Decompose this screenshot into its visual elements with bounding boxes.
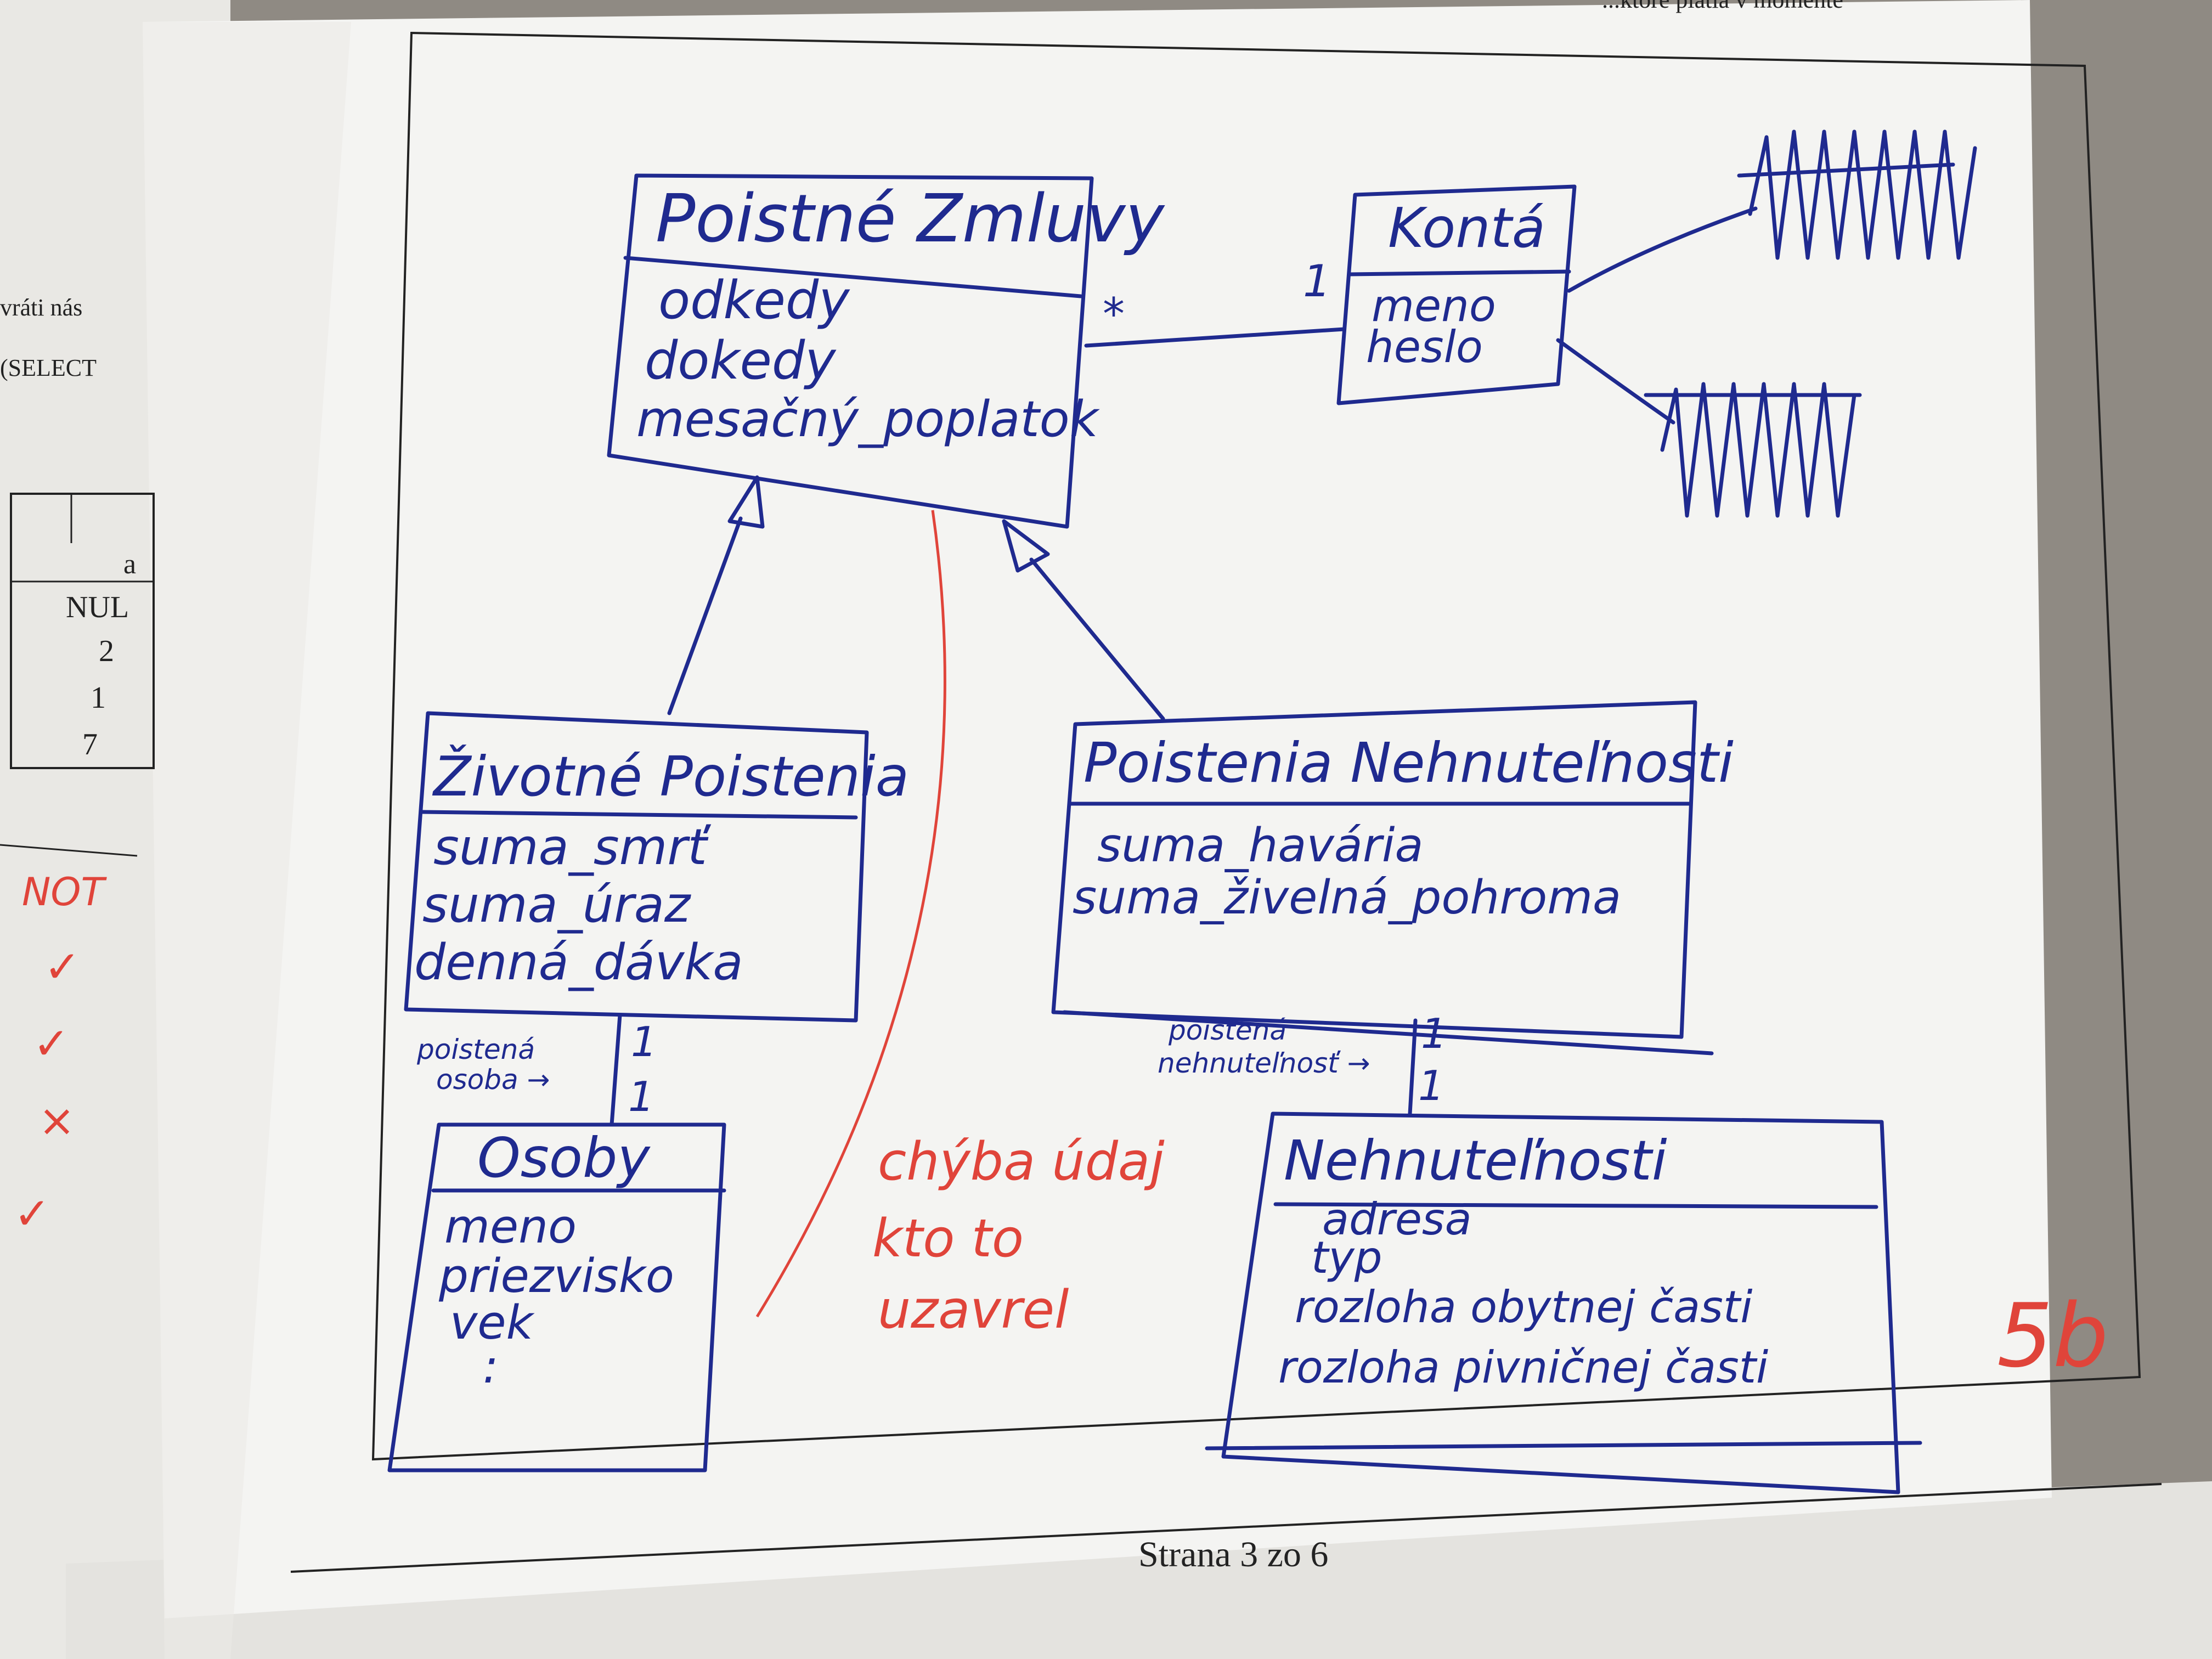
under-sheet — [66, 1481, 2212, 1659]
class-title: Osoby — [477, 1126, 651, 1190]
crossed-out-scribble-top — [1567, 129, 1977, 293]
class-attribute: suma_smrť — [433, 819, 711, 876]
role-label: nehnuteľnosť → — [1158, 1047, 1370, 1079]
score: 5b — [1997, 1284, 2108, 1387]
red-note-line: chýba údaj — [878, 1132, 1165, 1192]
multiplicity: 1 — [1418, 1062, 1444, 1110]
role-label: poistená — [416, 1034, 535, 1065]
class-poistenia-nehnutelnosti: Poistenia Nehnuteľnosti suma_havária sum… — [1051, 700, 1734, 1056]
role-label: poistená — [1168, 1014, 1286, 1046]
class-attribute: vek — [450, 1296, 535, 1350]
class-title: Poistenia Nehnuteľnosti — [1084, 731, 1734, 795]
class-attribute: mesačný_poplatok — [636, 391, 1101, 448]
back-table-header: a — [123, 549, 136, 580]
page-footer: Strana 3 zo 6 — [1138, 1534, 1328, 1575]
class-attribute: suma_havária — [1097, 819, 1424, 873]
back-red-label: NOT — [22, 870, 107, 915]
class-title: Nehnuteľnosti — [1284, 1128, 1667, 1193]
class-attribute: suma_živelná_pohroma — [1073, 871, 1621, 925]
back-text-2: (SELECT — [0, 354, 97, 381]
printed-frame — [371, 31, 2141, 1461]
class-attribute: adresa — [1322, 1194, 1472, 1245]
role-label: osoba → — [436, 1064, 550, 1096]
crossed-out-scribble-bottom — [1556, 338, 1862, 518]
back-table-value: 1 — [91, 681, 106, 715]
back-table-value: 7 — [82, 727, 98, 761]
class-nehnutelnosti: Nehnuteľnosti adresa typ rozloha obytnej… — [1205, 1111, 1922, 1494]
class-attribute: : — [483, 1340, 499, 1394]
footer-rule — [290, 1483, 2162, 1573]
multiplicity: 1 — [631, 1018, 657, 1066]
back-red-mark: ✓ — [14, 1188, 50, 1239]
back-rule — [0, 844, 138, 857]
association-zivotne-osoby — [610, 1013, 622, 1127]
back-red-mark: ✓ — [44, 941, 81, 992]
multiplicity: 1 — [1303, 256, 1331, 307]
header-fragment: ...ktoré platia v momente — [1602, 0, 1843, 13]
generalization-zivotne — [667, 475, 765, 715]
red-note-line: kto to — [872, 1209, 1024, 1269]
multiplicity: * — [1103, 289, 1125, 340]
class-attribute: rozloha pivničnej časti — [1278, 1342, 1768, 1393]
back-table: a NUL 2 1 7 — [10, 493, 155, 769]
multiplicity: 1 — [1421, 1009, 1447, 1058]
class-poistne-zmluvy: Poistné Zmluvy odkedy dokedy mesačný_pop… — [607, 173, 1165, 529]
class-attribute: dokedy — [645, 331, 837, 391]
back-red-mark: ✓ — [33, 1018, 70, 1069]
class-attribute: odkedy — [658, 270, 850, 331]
class-attribute: priezvisko — [438, 1249, 674, 1304]
main-sheet — [143, 0, 2052, 1618]
multiplicity: 1 — [628, 1073, 654, 1121]
class-konta: Kontá meno heslo — [1336, 184, 1577, 405]
back-text-1: vráti nás — [0, 294, 82, 321]
class-attribute: typ — [1311, 1232, 1383, 1283]
class-attribute: suma_úraz — [422, 876, 691, 934]
class-attribute: heslo — [1366, 321, 1483, 373]
sheet-shadow — [143, 22, 351, 1659]
red-correction-line — [755, 510, 946, 1318]
red-note-line: uzavrel — [878, 1280, 1069, 1340]
class-zivotne-poistenia: Životné Poistenia suma_smrť suma_úraz de… — [404, 711, 909, 1023]
class-attribute: meno — [444, 1200, 577, 1254]
class-attribute: meno — [1372, 280, 1496, 331]
association-poistenia-nehnutelnosti — [1408, 1018, 1418, 1116]
class-title: Poistné Zmluvy — [656, 181, 1165, 257]
back-table-value: NUL — [66, 590, 129, 624]
generalization-nehnutelnosti — [1002, 519, 1165, 721]
class-attribute: denná_dávka — [414, 934, 743, 991]
class-attribute: rozloha obytnej časti — [1295, 1282, 1752, 1333]
class-osoby: Osoby meno priezvisko vek : — [387, 1122, 726, 1472]
class-title: Kontá — [1388, 196, 1545, 260]
association-zmluvy-konta — [1084, 327, 1346, 348]
class-title: Životné Poistenia — [432, 744, 909, 809]
back-red-mark: × — [38, 1095, 75, 1146]
back-table-value: 2 — [99, 634, 114, 668]
